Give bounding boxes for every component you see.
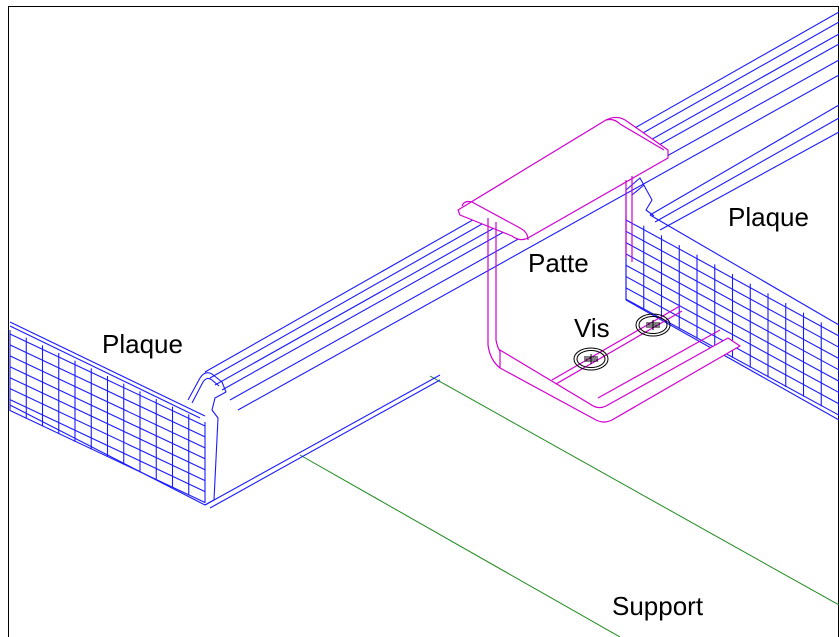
patte-clip <box>457 116 741 423</box>
label-plaque-left: Plaque <box>102 329 183 359</box>
screw-2 <box>635 313 671 337</box>
label-vis: Vis <box>574 313 610 343</box>
support-rails <box>299 375 839 637</box>
right-plaque <box>625 104 839 421</box>
screw-1 <box>573 347 609 371</box>
drawing-frame <box>8 6 839 637</box>
label-plaque-right: Plaque <box>728 202 809 232</box>
left-plaque <box>9 11 839 509</box>
screws <box>573 313 671 371</box>
label-patte: Patte <box>528 248 589 278</box>
label-support: Support <box>612 591 704 621</box>
